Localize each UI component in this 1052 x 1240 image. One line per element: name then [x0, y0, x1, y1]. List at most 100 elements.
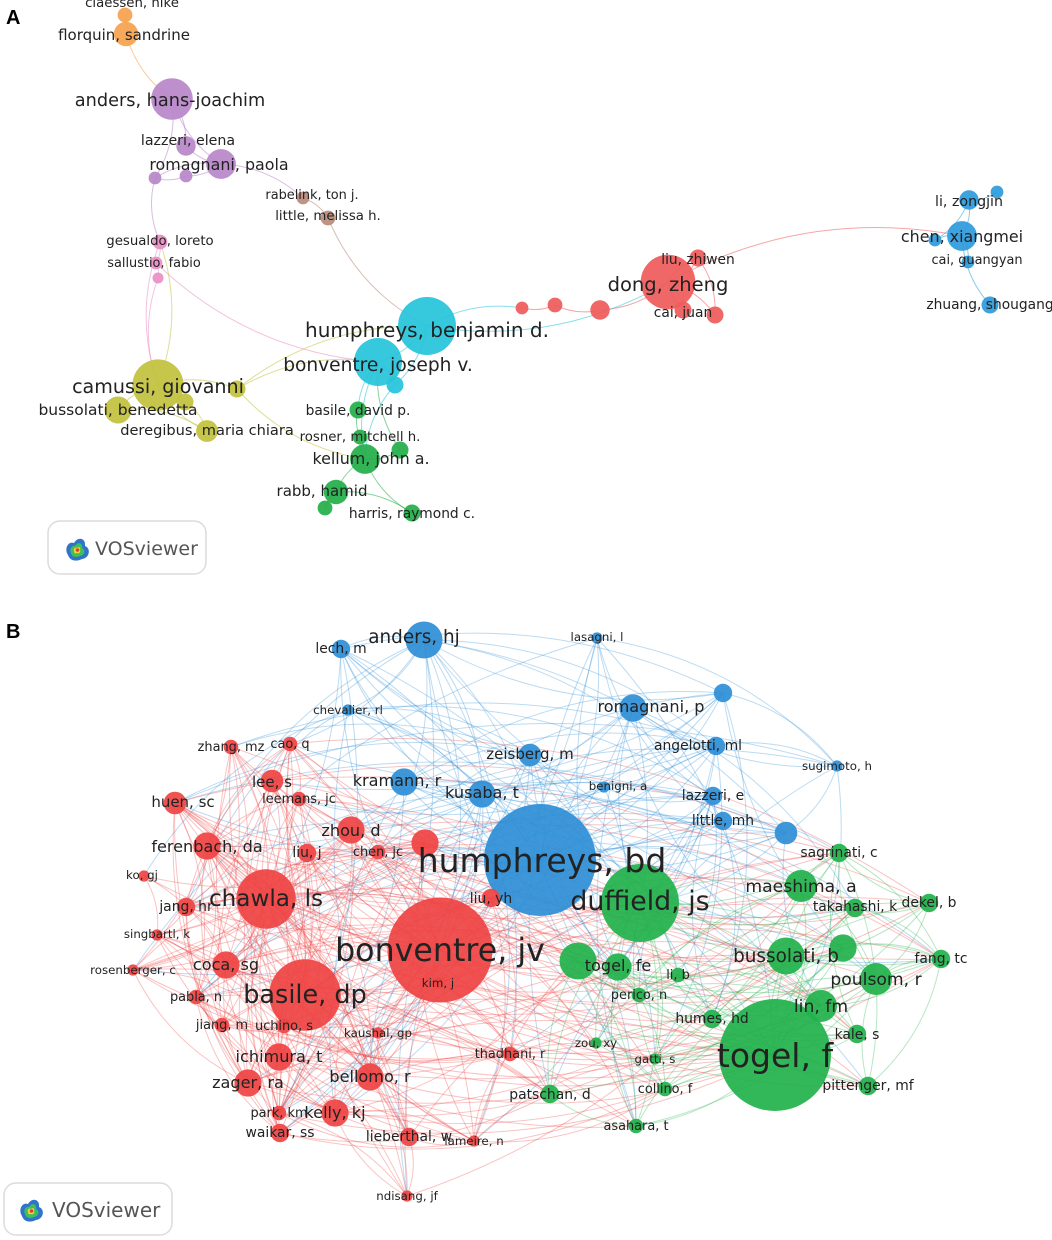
author-node-b_ndisang	[401, 1190, 413, 1202]
coauthor-link	[617, 832, 787, 968]
coauthor-link	[711, 947, 844, 1020]
author-node-b_benigni	[598, 781, 610, 793]
coauthor-link	[638, 947, 844, 998]
coauthor-link	[278, 1032, 379, 1114]
panel-a-letter: A	[6, 7, 20, 29]
author-label: jang, hr	[158, 899, 213, 915]
coauthor-link	[654, 745, 723, 1060]
coauthor-link	[278, 781, 405, 1114]
author-label: humes, hd	[675, 1011, 748, 1027]
author-node-a_florquin	[113, 21, 139, 47]
author-node-b_ferenbach	[193, 832, 221, 860]
author-node-b_lieberthal	[399, 1127, 419, 1147]
coauthor-link	[340, 632, 724, 694]
coauthor-link	[490, 897, 787, 962]
author-label: asahara, t	[603, 1119, 668, 1134]
coauthor-link	[377, 824, 930, 904]
coauthor-link	[195, 996, 511, 1062]
author-label: zhou, d	[321, 821, 380, 840]
coauthor-link	[185, 780, 273, 908]
coauthor-link	[206, 845, 336, 1114]
author-label: togel, fe	[585, 956, 652, 975]
coauthor-link	[509, 795, 714, 1055]
coauthor-link	[243, 780, 281, 1134]
author-node-a_rosner	[352, 429, 368, 445]
badge-frame	[3, 1182, 173, 1236]
author-node-b_humes	[702, 1009, 722, 1029]
coauthor-link	[230, 746, 426, 844]
coauthor-link	[481, 792, 802, 887]
coauthor-link	[667, 227, 963, 283]
coauthor-link	[473, 1053, 511, 1142]
author-label: sagrinati, c	[800, 845, 877, 861]
coauthor-link	[711, 976, 877, 1020]
author-label: patschan, d	[509, 1087, 590, 1103]
coauthor-link	[132, 968, 551, 1095]
coauthor-link	[225, 964, 410, 1138]
coauthor-link	[347, 707, 531, 756]
author-label: claessen, nike	[85, 0, 179, 11]
author-label: kellum, john a.	[312, 449, 429, 468]
coauthor-link	[306, 852, 776, 1056]
author-node-a_little	[320, 210, 336, 226]
author-node-b_humphreys	[484, 804, 596, 916]
author-label: lin, fm	[794, 997, 848, 1017]
author-label: bellomo, r	[329, 1067, 411, 1086]
coauthor-link	[221, 1024, 410, 1138]
coauthor-link	[230, 746, 492, 899]
author-label: gesualdo, loreto	[106, 234, 213, 249]
coauthor-link	[245, 852, 308, 1084]
author-node-a_camussi	[132, 359, 184, 411]
coauthor-link	[132, 746, 232, 971]
author-node-b_kusaba	[468, 780, 496, 808]
coauthor-link	[185, 842, 426, 909]
coauthor-link	[369, 852, 840, 1078]
author-node-b_duffield	[601, 864, 679, 942]
coauthor-link	[151, 177, 161, 243]
author-node-b_sagrinati	[829, 843, 849, 863]
coauthor-link	[143, 875, 227, 966]
panel-b-nodes	[127, 621, 951, 1202]
coauthor-link	[306, 852, 379, 1034]
author-label: takahashi, k	[813, 899, 897, 915]
author-node-a_p2	[179, 169, 193, 183]
author-node-b_patschan	[540, 1084, 560, 1104]
author-node-b_sugimoto	[831, 760, 843, 772]
coauthor-link	[221, 966, 619, 1039]
author-label: zhuang, shougang	[926, 297, 1052, 313]
author-label: harris, raymond c.	[349, 506, 475, 522]
author-label: dekel, b	[902, 895, 957, 911]
coauthor-link	[329, 781, 405, 1114]
coauthor-link	[278, 1112, 408, 1197]
coauthor-link	[250, 743, 291, 1114]
author-label: ndisang, jf	[376, 1189, 438, 1203]
author-node-a_b2	[990, 185, 1004, 199]
author-label: zou, xy	[575, 1036, 617, 1050]
coauthor-link	[424, 832, 787, 872]
coauthor-link	[838, 852, 942, 960]
author-label: liu, j	[292, 845, 321, 861]
author-label: cai, guangyan	[931, 253, 1022, 268]
author-label: li, zongjin	[935, 194, 1003, 210]
coauthor-link	[236, 388, 366, 460]
author-node-b_angelotti	[706, 736, 726, 756]
author-node-a_claessen	[117, 7, 133, 23]
coauthor-link	[481, 692, 724, 795]
coauthor-link	[340, 648, 483, 795]
author-node-a_r4	[706, 306, 724, 324]
author-label: dong, zheng	[608, 273, 729, 296]
author-node-b_uchino	[276, 1018, 292, 1034]
coauthor-link	[473, 902, 641, 1142]
coauthor-link	[377, 692, 724, 853]
author-label: coca, sg	[193, 955, 259, 974]
author-node-a_pk1	[152, 272, 164, 284]
coauthor-link	[473, 897, 506, 1142]
coauthor-link	[132, 969, 776, 1079]
coauthor-link	[437, 941, 877, 984]
author-node-a_p1	[148, 171, 162, 185]
coauthor-link	[206, 845, 379, 1034]
coauthor-link	[603, 745, 717, 788]
coauthor-link	[278, 974, 679, 1065]
coauthor-link	[350, 821, 942, 960]
